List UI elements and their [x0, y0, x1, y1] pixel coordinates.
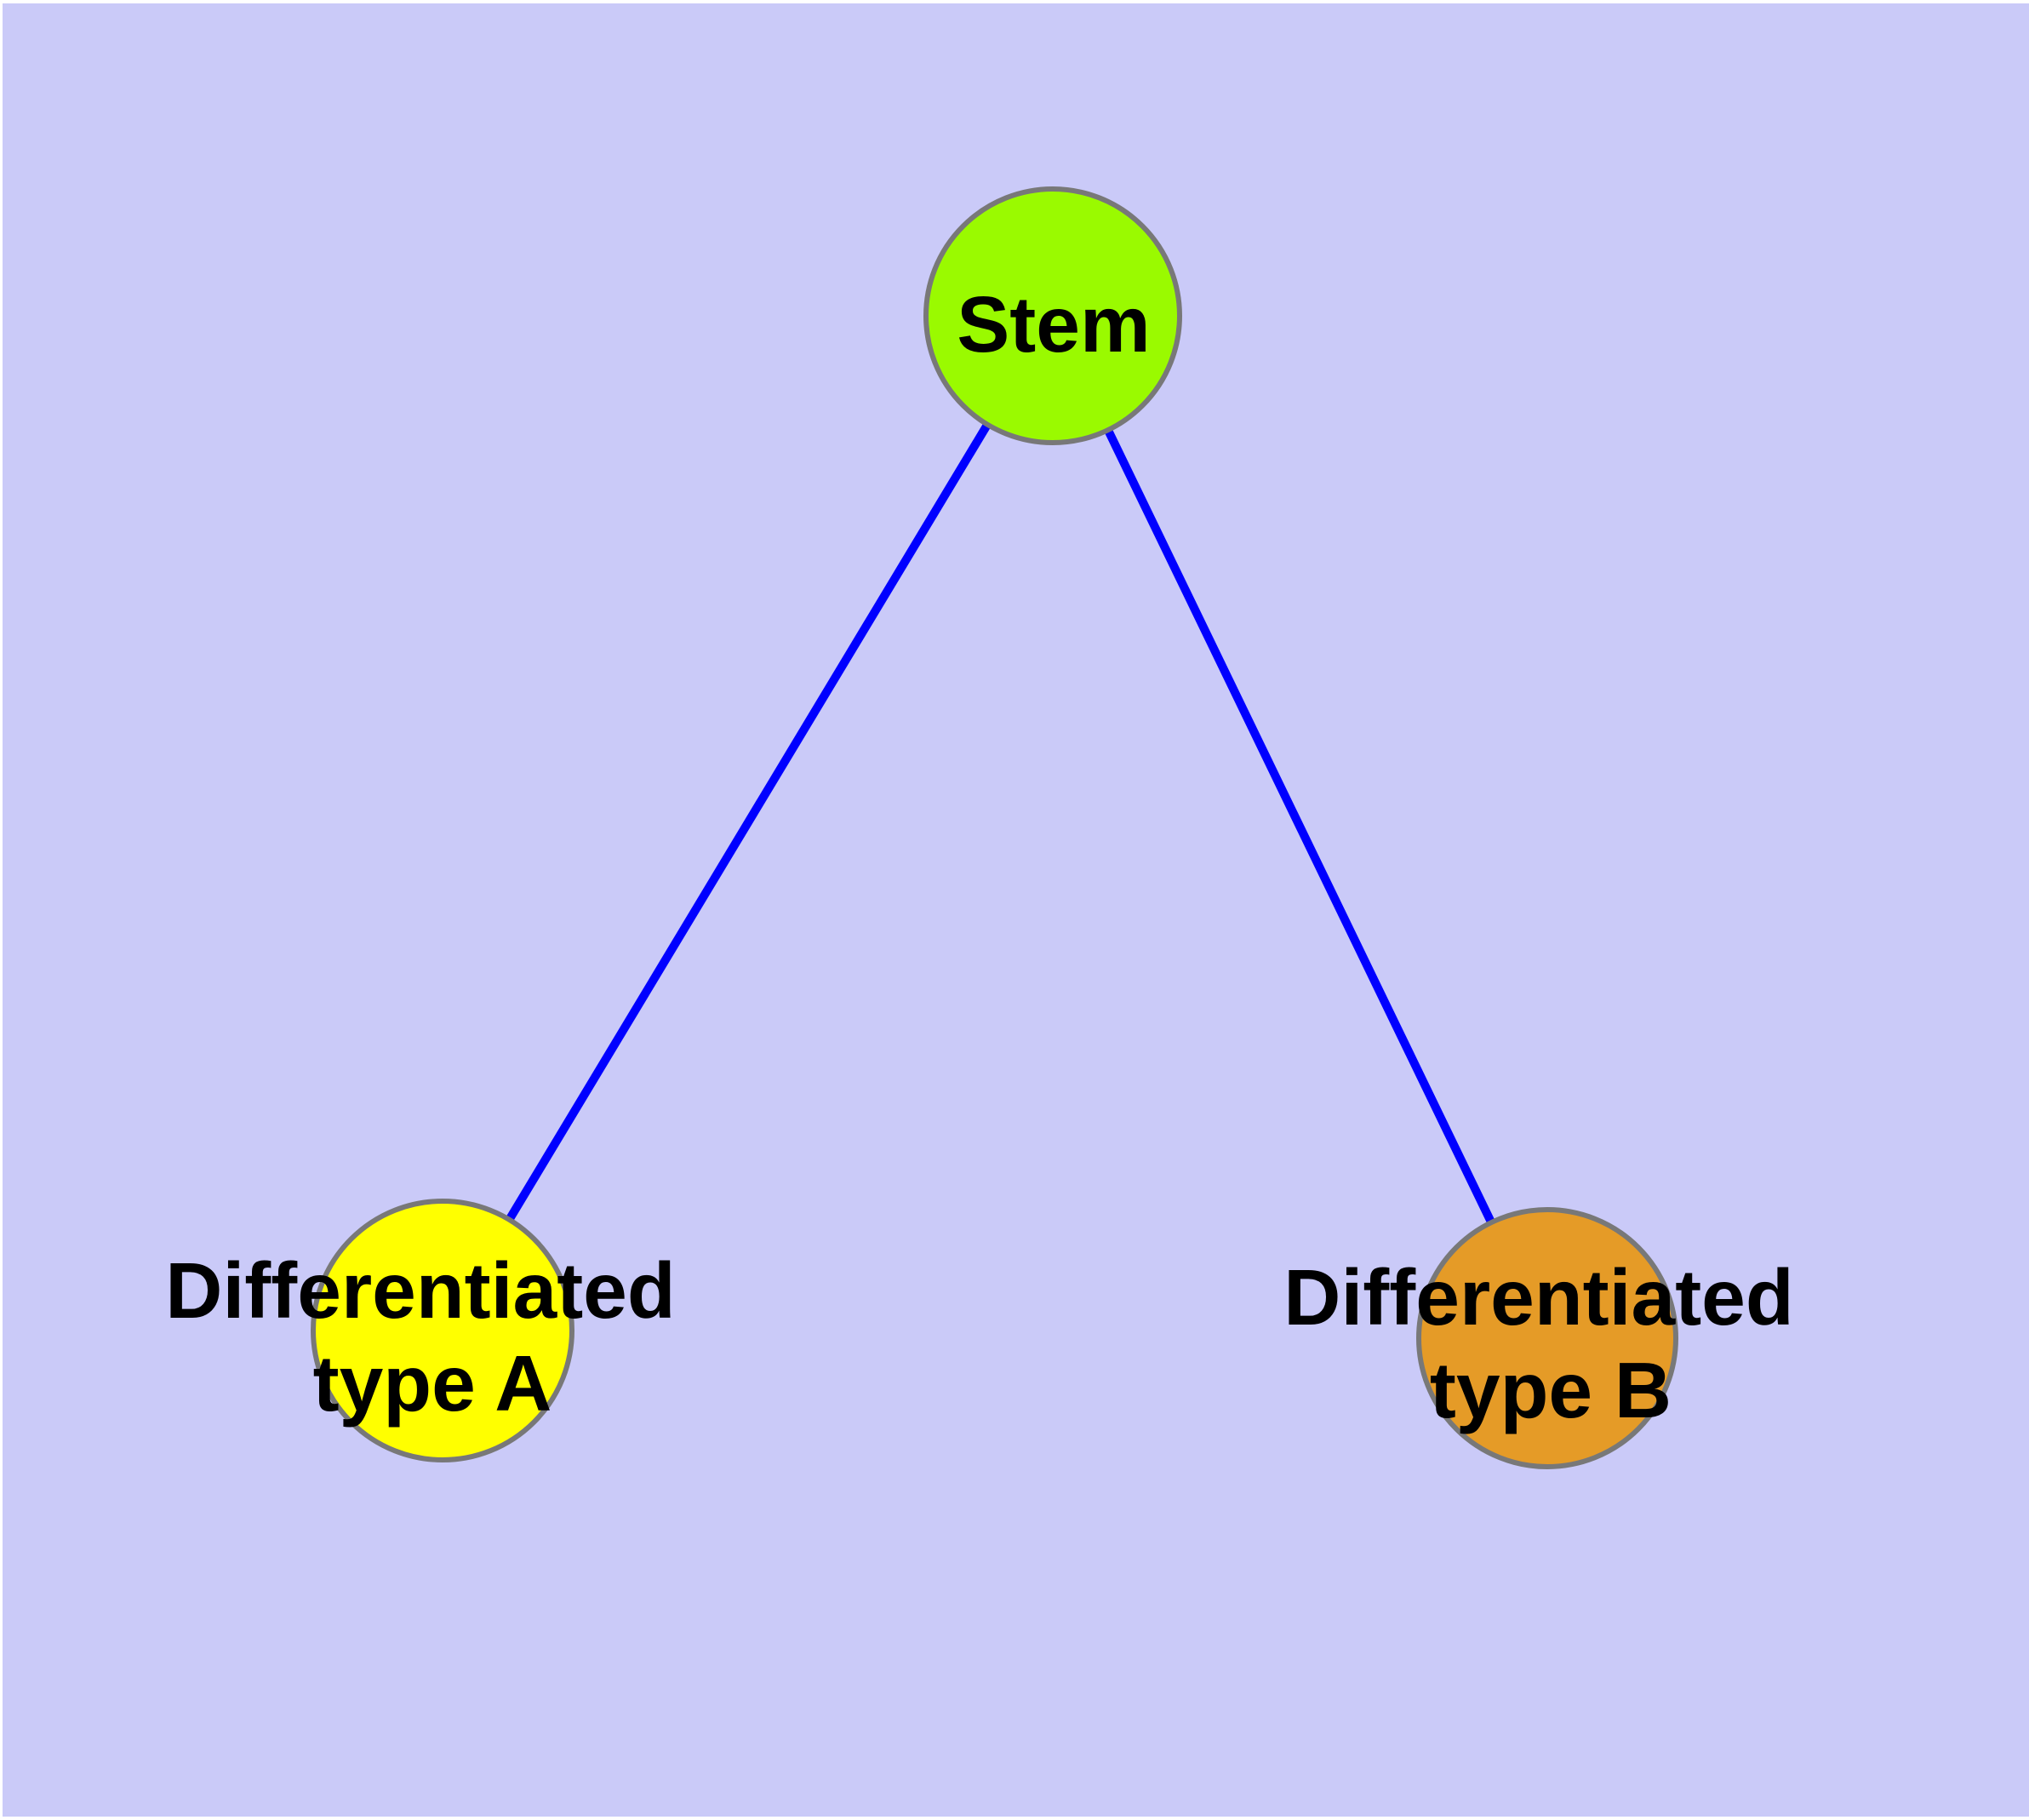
- edge-stem-to-type-b: [1049, 313, 1552, 1341]
- stem-node-circle: [923, 186, 1182, 445]
- differentiated-type-b-label-line2: type B: [1430, 1346, 1672, 1434]
- edges-group: [438, 313, 1552, 1341]
- differentiated-type-b-label-line1: Differentiated: [1283, 1253, 1793, 1342]
- differentiated-type-a-label-line2: type A: [313, 1339, 552, 1428]
- stem-node-label: Stem: [957, 280, 1150, 369]
- edge-stem-to-type-a: [438, 313, 1057, 1333]
- nodes-group: [311, 186, 1678, 1469]
- differentiated-type-b-node-circle: [1416, 1207, 1678, 1469]
- differentiated-type-a-node-circle: [311, 1199, 574, 1462]
- labels-group: Stem Differentiated type A Differentiate…: [165, 280, 1793, 1434]
- differentiated-type-a-label-line1: Differentiated: [165, 1246, 675, 1335]
